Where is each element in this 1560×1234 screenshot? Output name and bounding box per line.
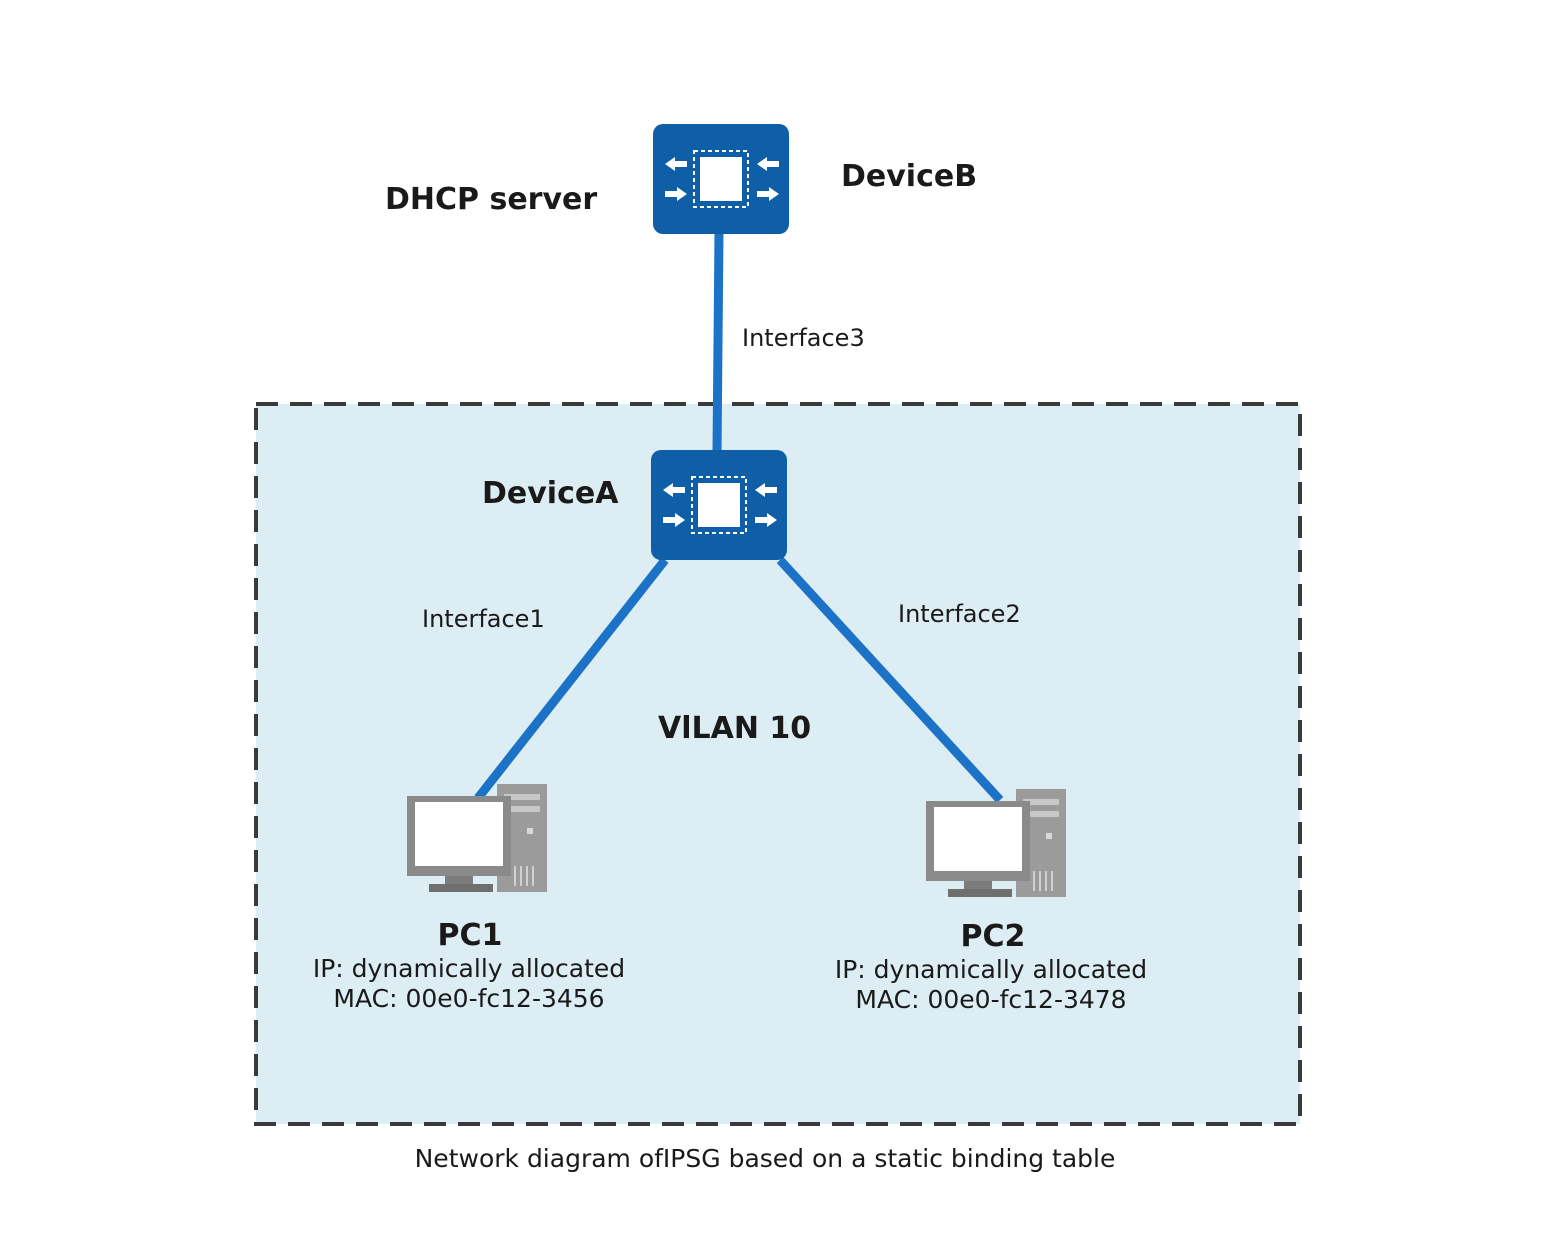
link-deviceb-devicea xyxy=(712,231,724,453)
interface1-label: Interface1 xyxy=(422,605,545,633)
dhcp-server-label: DHCP server xyxy=(385,182,598,217)
interface2-label: Interface2 xyxy=(898,600,1021,628)
pc1-name: PC1 xyxy=(437,918,503,953)
diagram-caption: Network diagram ofIPSG based on a static… xyxy=(414,1144,1116,1173)
pc2-mac: MAC: 00e0-fc12-3478 xyxy=(855,985,1127,1014)
pc1-ip: IP: dynamically allocated xyxy=(312,954,626,983)
switch-icon xyxy=(650,449,788,561)
pc-icon xyxy=(925,788,1067,898)
device-a-label: DeviceA xyxy=(482,476,619,511)
pc2-ip: IP: dynamically allocated xyxy=(834,955,1148,984)
interface3-label: Interface3 xyxy=(742,324,865,352)
pc2-name: PC2 xyxy=(960,919,1026,954)
vlan-label: VlLAN 10 xyxy=(658,711,812,746)
link-devicea-pc1 xyxy=(474,557,669,801)
pc-icon xyxy=(406,783,548,893)
device-b-label: DeviceB xyxy=(841,159,978,194)
link-devicea-pc2 xyxy=(776,556,1004,804)
switch-icon xyxy=(652,123,790,235)
pc1-mac: MAC: 00e0-fc12-3456 xyxy=(333,984,605,1013)
